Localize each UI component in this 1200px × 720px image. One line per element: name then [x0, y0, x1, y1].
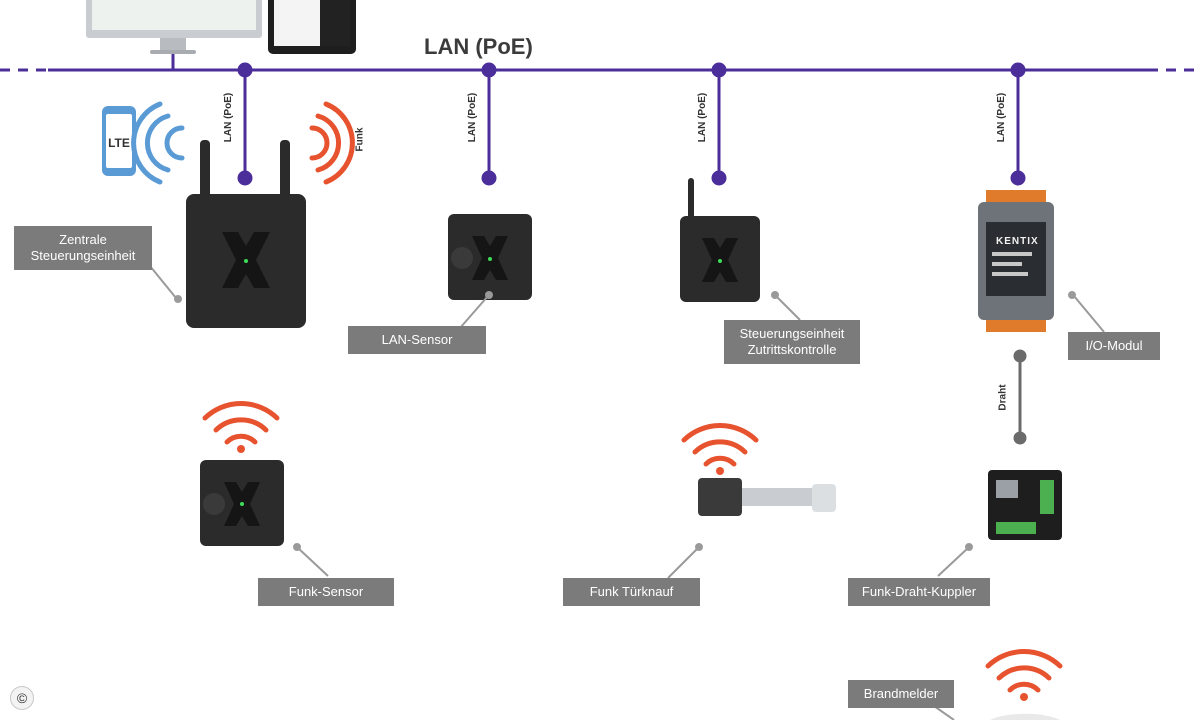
label-funk-tuerknauf: Funk Türknauf	[563, 578, 700, 606]
branch-label: LAN (PoE)	[467, 92, 479, 143]
draht-label: Draht	[997, 384, 1009, 411]
brand-logo: KENTIX	[996, 236, 1039, 247]
label-funk-sensor: Funk-Sensor	[258, 578, 394, 606]
smoke-detector-device	[990, 713, 1060, 720]
monitor-icon	[86, 0, 262, 70]
draht-connection	[1013, 349, 1027, 445]
radio-wave-icon	[309, 101, 355, 185]
door-knob-device	[698, 478, 836, 516]
zentrale-device	[186, 140, 306, 328]
copyright-icon: ©	[10, 686, 34, 710]
leader-lines	[149, 265, 1105, 720]
label-zentrale: Zentrale Steuerungseinheit	[14, 226, 152, 270]
tablet-icon	[268, 0, 356, 54]
label-io-modul: I/O-Modul	[1068, 332, 1160, 360]
branch-label: LAN (PoE)	[697, 92, 709, 143]
wire-coupler-device	[988, 470, 1062, 540]
funk-label: Funk	[354, 127, 366, 152]
io-module-device	[978, 190, 1054, 332]
wifi-signal-icon	[985, 649, 1063, 693]
label-steuerung: Steuerungseinheit Zutrittskontrolle	[724, 320, 860, 364]
lte-wave-icon	[131, 101, 185, 185]
branch-label: LAN (PoE)	[996, 92, 1008, 143]
access-control-device	[680, 178, 760, 302]
wifi-signal-icon	[202, 401, 280, 445]
funk-sensor-device	[200, 460, 284, 546]
branch-label: LAN (PoE)	[223, 92, 235, 143]
label-brandmelder: Brandmelder	[848, 680, 954, 708]
phone-icon	[102, 106, 136, 176]
label-funk-draht-kuppler: Funk-Draht-Kuppler	[848, 578, 990, 606]
lan-sensor-device	[448, 214, 532, 300]
wifi-signal-icon	[681, 423, 759, 467]
lte-label: LTE	[108, 136, 130, 150]
label-lan-sensor: LAN-Sensor	[348, 326, 486, 354]
network-title: LAN (PoE)	[424, 34, 533, 59]
lan-branches	[237, 62, 1026, 186]
